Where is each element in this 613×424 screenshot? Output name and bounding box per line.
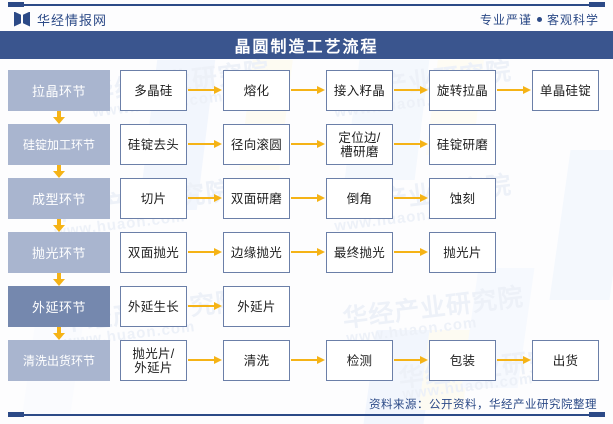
process-node: 径向滚圆: [223, 124, 290, 165]
tagline: 专业严谨 客观科学: [480, 11, 599, 28]
arrow-right-icon: [394, 140, 428, 149]
stage-label: 拉晶环节: [8, 70, 110, 111]
process-node: 旋转拉晶: [429, 70, 496, 111]
bottom-divider: [0, 412, 613, 417]
process-node: 多晶硅: [120, 70, 187, 111]
source-note: 资料来源：公开资料，华经产业研究院整理: [369, 399, 597, 411]
arrow-down-icon: [53, 327, 65, 340]
stage-label: 清洗出货环节: [8, 340, 110, 381]
process-node: 外延片: [223, 286, 290, 327]
arrow-down-icon: [53, 219, 65, 232]
arrow-right-icon: [394, 356, 428, 365]
flow-row: 成型环节 切片 双面研磨 倒角 蚀刻: [0, 178, 613, 219]
flow-row: 外延环节 外延生长 外延片: [0, 286, 613, 327]
arrow-right-icon: [291, 86, 325, 95]
process-node: 检测: [326, 340, 393, 381]
brand-header: 华经情报网 专业严谨 客观科学: [0, 7, 613, 31]
process-node: 倒角: [326, 178, 393, 219]
flow-row: 拉晶环节 多晶硅 熔化 接入籽晶 旋转拉晶 单晶硅锭: [0, 70, 613, 111]
arrow-right-icon: [188, 194, 222, 203]
process-node: 定位边/ 槽研磨: [326, 124, 393, 165]
process-node: 硅锭研磨: [429, 124, 496, 165]
flowchart: 拉晶环节 多晶硅 熔化 接入籽晶 旋转拉晶 单晶硅锭 硅锭加工环节 硅锭去头 径…: [0, 62, 613, 407]
process-node: 最终抛光: [326, 232, 393, 273]
process-node: 抛光片: [429, 232, 496, 273]
arrow-right-icon: [291, 356, 325, 365]
process-node: 抛光片/ 外延片: [120, 340, 187, 381]
brand-name: 华经情报网: [37, 12, 108, 28]
flow-row: 抛光环节 双面抛光 边缘抛光 最终抛光 抛光片: [0, 232, 613, 273]
arrow-right-icon: [188, 302, 222, 311]
arrow-right-icon: [291, 140, 325, 149]
process-node: 硅锭去头: [120, 124, 187, 165]
arrow-right-icon: [394, 194, 428, 203]
flow-row: 清洗出货环节 抛光片/ 外延片 清洗 检测 包装 出货: [0, 340, 613, 381]
stage-label: 外延环节: [8, 286, 110, 327]
chart-title-band: 晶圆制造工艺流程: [0, 31, 613, 59]
process-node: 双面抛光: [120, 232, 187, 273]
process-node: 蚀刻: [429, 178, 496, 219]
flow-row: 硅锭加工环节 硅锭去头 径向滚圆 定位边/ 槽研磨 硅锭研磨: [0, 124, 613, 165]
process-node: 切片: [120, 178, 187, 219]
process-node: 边缘抛光: [223, 232, 290, 273]
stage-label: 抛光环节: [8, 232, 110, 273]
arrow-right-icon: [394, 248, 428, 257]
process-node: 单晶硅锭: [532, 70, 599, 111]
process-node: 外延生长: [120, 286, 187, 327]
arrow-right-icon: [188, 86, 222, 95]
bowtie-logo-icon: [14, 11, 30, 27]
process-node: 出货: [532, 340, 599, 381]
process-node: 熔化: [223, 70, 290, 111]
brand-block: 华经情报网: [14, 10, 107, 29]
arrow-right-icon: [291, 248, 325, 257]
arrow-right-icon: [497, 356, 531, 365]
stage-label: 硅锭加工环节: [8, 124, 110, 165]
arrow-down-icon: [53, 273, 65, 286]
arrow-right-icon: [291, 194, 325, 203]
top-divider: [0, 2, 613, 7]
arrow-down-icon: [53, 165, 65, 178]
process-node: 接入籽晶: [326, 70, 393, 111]
process-node: 包装: [429, 340, 496, 381]
process-node: 双面研磨: [223, 178, 290, 219]
page-title: 晶圆制造工艺流程: [234, 39, 379, 56]
arrow-right-icon: [497, 86, 531, 95]
tagline-right: 客观科学: [546, 12, 599, 27]
process-node: 清洗: [223, 340, 290, 381]
arrow-right-icon: [394, 86, 428, 95]
arrow-down-icon: [53, 111, 65, 124]
stage-label: 成型环节: [8, 178, 110, 219]
arrow-right-icon: [188, 356, 222, 365]
arrow-right-icon: [188, 140, 222, 149]
tagline-left: 专业严谨: [479, 12, 532, 27]
arrow-right-icon: [188, 248, 222, 257]
bullet-dot-icon: [536, 16, 542, 22]
